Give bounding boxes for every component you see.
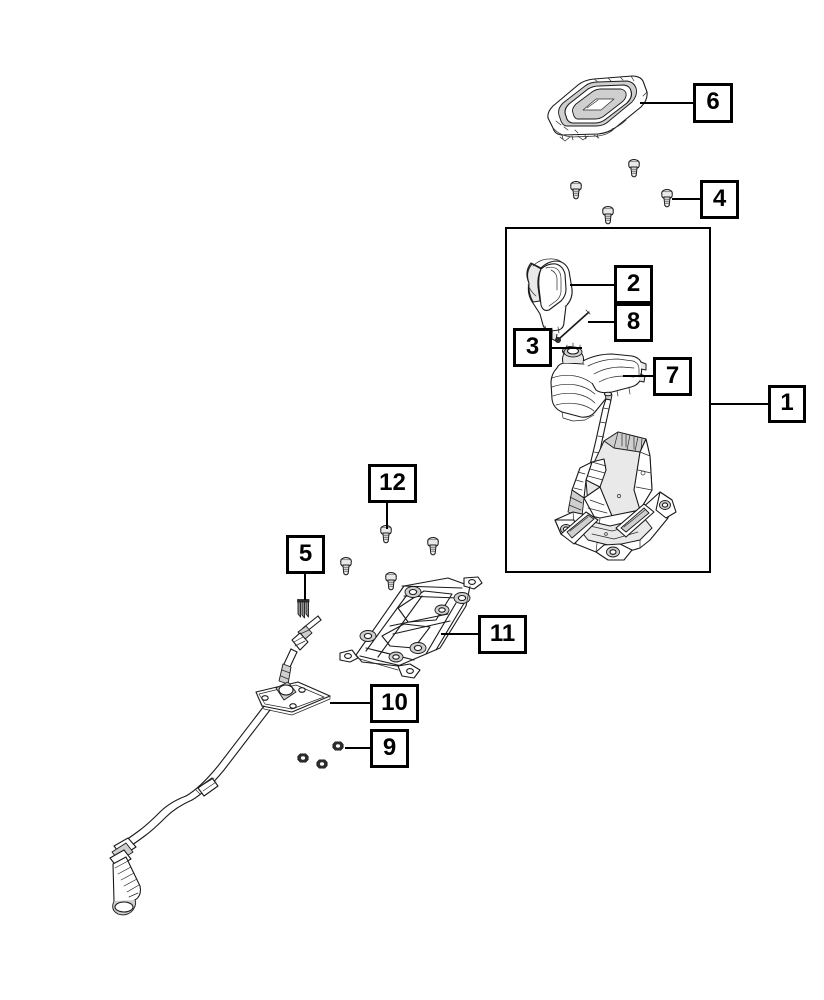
callout-box-10[interactable]: 10 [370,684,419,723]
nut-group-9 [297,741,344,769]
shift-cable-illustration [109,615,331,916]
callout-box-9[interactable]: 9 [370,729,409,768]
callout-number-12: 12 [379,468,406,496]
callout-number-7: 7 [665,361,680,389]
callout-number-1: 1 [780,389,794,416]
callout-number-8: 8 [626,307,641,335]
shifter-mechanism-illustration [554,391,677,561]
callout-box-3[interactable]: 3 [513,328,552,367]
callout-number-10: 10 [381,688,408,716]
callout-number-2: 2 [626,269,641,297]
screw-group-12 [340,525,439,591]
shift-knob-illustration [526,258,573,342]
assembly-boundary-box [505,227,711,573]
callout-number-4: 4 [712,184,727,212]
callout-number-6: 6 [706,88,720,115]
callout-box-2[interactable]: 2 [614,265,653,304]
callout-box-4[interactable]: 4 [700,180,739,219]
mounting-bracket-illustration [339,576,483,679]
bezel-trim-illustration [547,75,648,142]
shift-boot-illustration [550,342,647,422]
screw-group-4 [570,159,673,225]
callout-box-12[interactable]: 12 [368,464,417,503]
callout-number-5: 5 [298,539,313,567]
callout-box-1[interactable]: 1 [768,385,806,423]
callout-number-3: 3 [525,332,540,360]
callout-box-11[interactable]: 11 [478,615,527,654]
callout-number-11: 11 [489,619,516,647]
shift-lock-rod-illustration [555,309,591,343]
callout-number-9: 9 [382,733,397,761]
callout-box-5[interactable]: 5 [286,535,325,574]
callout-box-7[interactable]: 7 [653,357,692,396]
callout-box-8[interactable]: 8 [614,303,653,342]
leader-lines [304,102,768,749]
cable-retainer-clip-illustration [297,599,310,619]
callout-box-6[interactable]: 6 [693,83,733,123]
